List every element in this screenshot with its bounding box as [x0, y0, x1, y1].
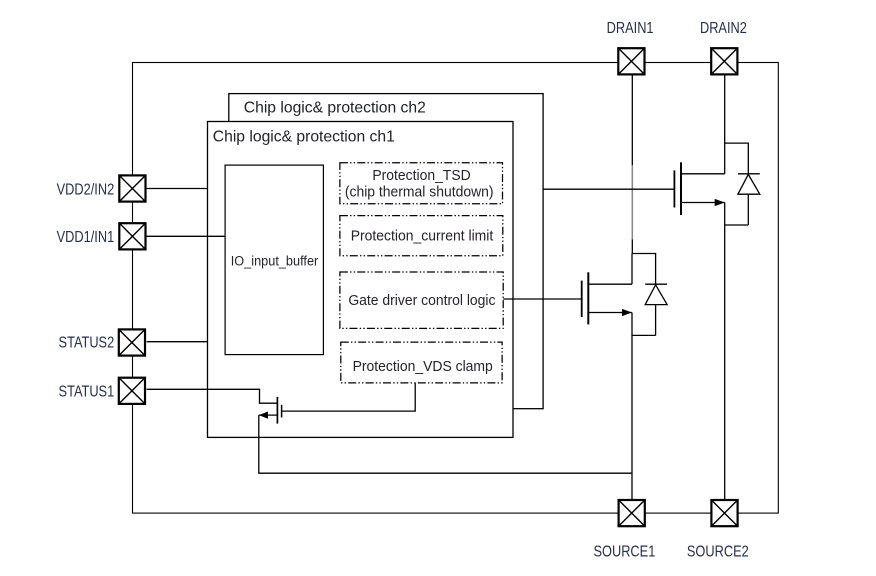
svg-text:Protection_TSD: Protection_TSD — [372, 167, 470, 184]
svg-text:STATUS2: STATUS2 — [59, 334, 115, 352]
svg-text:SOURCE1: SOURCE1 — [593, 543, 655, 561]
svg-text:(chip thermal shutdown): (chip thermal shutdown) — [345, 184, 494, 201]
svg-text:Chip logic& protection ch1: Chip logic& protection ch1 — [213, 128, 395, 145]
svg-text:Protection_current limit: Protection_current limit — [351, 228, 494, 245]
svg-text:Protection_VDS clamp: Protection_VDS clamp — [353, 358, 493, 375]
svg-text:STATUS1: STATUS1 — [59, 383, 115, 401]
svg-text:VDD1/IN1: VDD1/IN1 — [57, 229, 115, 247]
svg-text:DRAIN2: DRAIN2 — [700, 20, 747, 38]
svg-text:DRAIN1: DRAIN1 — [607, 20, 654, 38]
svg-text:Gate driver control logic: Gate driver control logic — [348, 293, 495, 310]
svg-text:IO_input_buffer: IO_input_buffer — [231, 253, 319, 269]
svg-text:VDD2/IN2: VDD2/IN2 — [57, 181, 115, 199]
svg-text:SOURCE2: SOURCE2 — [687, 543, 749, 561]
svg-text:Chip logic& protection ch2: Chip logic& protection ch2 — [244, 99, 426, 116]
